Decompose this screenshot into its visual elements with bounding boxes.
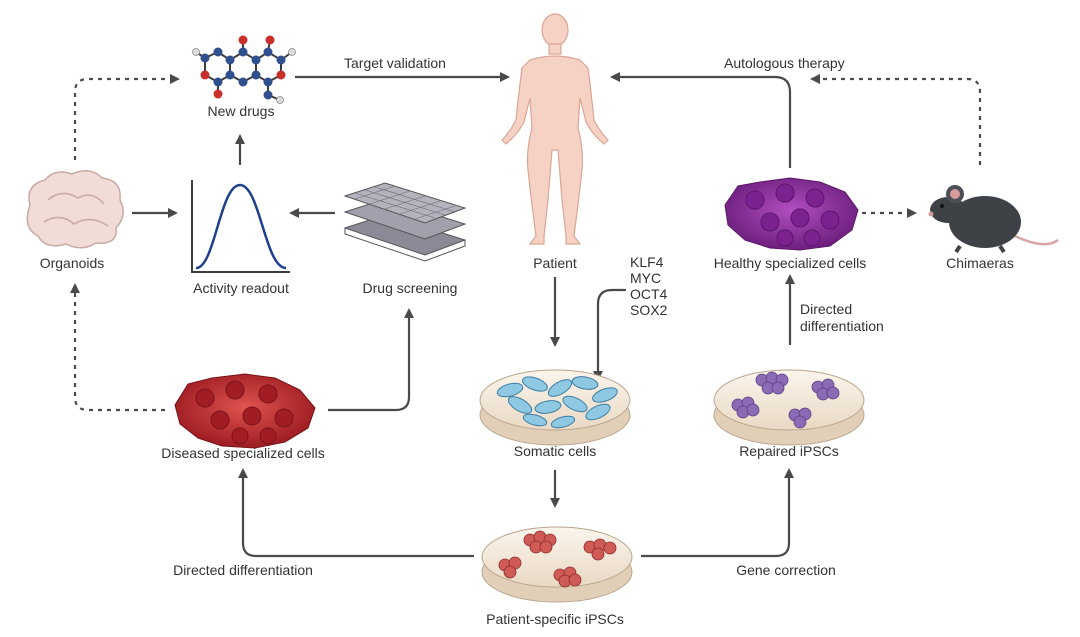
label-diseased-cells: Diseased specialized cells: [161, 445, 324, 461]
label-drug-screening: Drug screening: [363, 280, 458, 296]
arrow-healthy-to-patient: [610, 72, 792, 168]
dashed-arrows: [70, 74, 982, 412]
petri-dish-somatic-icon: [479, 369, 631, 446]
arrow-ipscs-to-repaired: [641, 468, 794, 558]
label-autologous-therapy: Autologous therapy: [724, 55, 845, 71]
arrow-factors-to-somatic: [593, 288, 626, 381]
mouse-icon: [928, 185, 1059, 254]
organoid-icon: [26, 170, 124, 249]
label-directed-diff-left: Directed differentiation: [173, 562, 313, 578]
reprogramming-factors: KLF4 MYC OCT4 SOX2: [630, 254, 668, 318]
molecule-icon: [192, 35, 296, 104]
factor-1: MYC: [630, 270, 661, 286]
diseased-cells-cluster-icon: [174, 373, 316, 449]
label-activity-readout: Activity readout: [193, 280, 289, 296]
arrow-ipscs-to-diseased: [238, 468, 474, 558]
factor-2: OCT4: [630, 286, 668, 302]
label-chimaeras: Chimaeras: [946, 255, 1014, 271]
dashed-diseased-to-organoids: [70, 283, 165, 412]
label-somatic-cells: Somatic cells: [514, 443, 596, 459]
dashed-organoids-to-new-drugs: [73, 74, 180, 160]
bell-curve-icon: [191, 180, 290, 273]
petri-dish-patient-ipscs-icon: [481, 526, 633, 603]
arrow-diseased-to-screening: [328, 308, 414, 412]
label-gene-correction: Gene correction: [736, 562, 836, 578]
label-new-drugs: New drugs: [208, 103, 275, 119]
human-figure-icon: [501, 13, 609, 245]
arrows: [132, 72, 795, 558]
label-organoids: Organoids: [40, 255, 105, 271]
label-patient: Patient: [533, 255, 577, 271]
label-target-validation: Target validation: [344, 55, 446, 71]
label-healthy-cells: Healthy specialized cells: [714, 255, 867, 271]
label-repaired-ipscs: Repaired iPSCs: [739, 443, 839, 459]
factor-0: KLF4: [630, 254, 664, 270]
healthy-cells-cluster-icon: [724, 177, 859, 251]
label-directed-diff-right-2: differentiation: [800, 318, 884, 334]
plate-stack-icon: [343, 182, 467, 262]
label-directed-diff-right-1: Directed: [800, 301, 852, 317]
dashed-chimaeras-to-patient: [810, 74, 982, 165]
label-patient-ipscs: Patient-specific iPSCs: [486, 611, 624, 627]
petri-dish-repaired-icon: [713, 369, 865, 446]
factor-3: SOX2: [630, 302, 668, 318]
